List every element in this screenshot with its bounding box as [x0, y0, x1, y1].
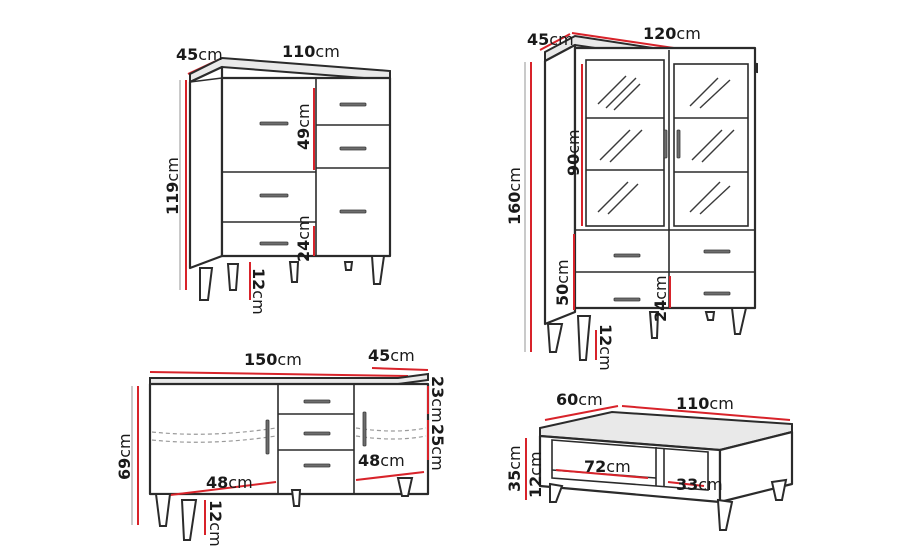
svg-text:45cm: 45cm — [527, 30, 574, 49]
coffee-table-leg-height-value: 12 — [526, 476, 545, 498]
coffee-table-depth-value: 60 — [556, 390, 578, 409]
unit-label: cm — [505, 167, 524, 191]
svg-text:48cm: 48cm — [358, 451, 405, 470]
svg-text:45cm: 45cm — [368, 346, 415, 365]
svg-text:12cm: 12cm — [249, 268, 268, 315]
svg-text:23cm: 23cm — [428, 376, 447, 423]
svg-text:24cm: 24cm — [294, 215, 313, 262]
svg-text:24cm: 24cm — [651, 275, 670, 322]
svg-text:12cm: 12cm — [206, 500, 225, 547]
highboard-door-height-value: 49 — [294, 128, 313, 150]
unit-label: cm — [315, 42, 339, 61]
sideboard-height-value: 69 — [115, 458, 134, 480]
svg-text:12cm: 12cm — [526, 451, 545, 498]
sideboard-right-shelf-value: 48 — [358, 451, 380, 470]
unit-label: cm — [549, 30, 573, 49]
svg-text:35cm: 35cm — [505, 445, 524, 492]
sideboard-width-value: 150 — [244, 350, 277, 369]
svg-text:50cm: 50cm — [553, 259, 572, 306]
vitrine-drawer-height-value: 24 — [651, 300, 670, 322]
highboard: 45cm 110cm 119cm 49cm 24cm 12cm — [163, 42, 392, 315]
unit-label: cm — [709, 394, 733, 413]
unit-label: cm — [428, 398, 447, 422]
unit-label: cm — [294, 103, 313, 127]
unit-label: cm — [294, 215, 313, 239]
svg-text:69cm: 69cm — [115, 433, 134, 480]
coffee-table-compartment-value: 33 — [676, 475, 698, 494]
svg-text:120cm: 120cm — [643, 24, 701, 43]
unit-label: cm — [505, 445, 524, 469]
unit-label: cm — [277, 350, 301, 369]
unit-label: cm — [249, 290, 268, 314]
svg-text:25cm: 25cm — [428, 424, 447, 471]
unit-label: cm — [676, 24, 700, 43]
coffee-table-shelf-value: 72 — [584, 457, 606, 476]
coffee-table-width-value: 110 — [676, 394, 709, 413]
svg-text:90cm: 90cm — [564, 129, 583, 176]
sideboard-drawer-height-value: 25 — [428, 424, 447, 446]
unit-label: cm — [163, 157, 182, 181]
unit-label: cm — [596, 346, 615, 370]
svg-text:45cm: 45cm — [176, 45, 223, 64]
vitrine-leg-height-value: 12 — [596, 324, 615, 346]
coffee-table: 60cm 110cm 35cm 72cm 33cm 12cm — [505, 390, 794, 531]
vitrine-height-value: 160 — [505, 192, 524, 225]
unit-label: cm — [428, 446, 447, 470]
unit-label: cm — [606, 457, 630, 476]
highboard-drawer-height-value: 24 — [294, 240, 313, 262]
unit-label: cm — [526, 451, 545, 475]
vitrine-glass-height-value: 90 — [564, 154, 583, 176]
svg-text:12cm: 12cm — [596, 324, 615, 371]
highboard-depth-value: 45 — [176, 45, 198, 64]
svg-text:48cm: 48cm — [206, 473, 253, 492]
svg-text:110cm: 110cm — [676, 394, 734, 413]
sideboard-leg-height-value: 12 — [206, 500, 225, 522]
svg-text:72cm: 72cm — [584, 457, 631, 476]
vitrine-depth-value: 45 — [527, 30, 549, 49]
highboard-height-value: 119 — [163, 182, 182, 215]
unit-label: cm — [380, 451, 404, 470]
unit-label: cm — [115, 433, 134, 457]
unit-label: cm — [698, 475, 722, 494]
svg-text:150cm: 150cm — [244, 350, 302, 369]
svg-text:119cm: 119cm — [163, 157, 182, 215]
sideboard: 150cm 45cm 69cm 23cm 25cm 48cm 48cm 12cm — [115, 346, 447, 547]
unit-label: cm — [198, 45, 222, 64]
vitrine-base-height-value: 50 — [553, 284, 572, 306]
unit-label: cm — [651, 275, 670, 299]
unit-label: cm — [553, 259, 572, 283]
highboard-width-value: 110 — [282, 42, 315, 61]
svg-text:49cm: 49cm — [294, 103, 313, 150]
svg-text:110cm: 110cm — [282, 42, 340, 61]
svg-text:33cm: 33cm — [676, 475, 723, 494]
highboard-leg-height-value: 12 — [249, 268, 268, 290]
coffee-table-height-value: 35 — [505, 470, 524, 492]
unit-label: cm — [206, 522, 225, 546]
sideboard-left-shelf-value: 48 — [206, 473, 228, 492]
sideboard-depth-value: 45 — [368, 346, 390, 365]
svg-text:160cm: 160cm — [505, 167, 524, 225]
unit-label: cm — [228, 473, 252, 492]
unit-label: cm — [390, 346, 414, 365]
unit-label: cm — [578, 390, 602, 409]
sideboard-top-drawer-height-value: 23 — [428, 376, 447, 398]
vitrine-width-value: 120 — [643, 24, 676, 43]
unit-label: cm — [564, 129, 583, 153]
vitrine: 45cm 120cm 160cm 90cm 50cm 24cm 12cm — [505, 24, 758, 371]
svg-text:60cm: 60cm — [556, 390, 603, 409]
